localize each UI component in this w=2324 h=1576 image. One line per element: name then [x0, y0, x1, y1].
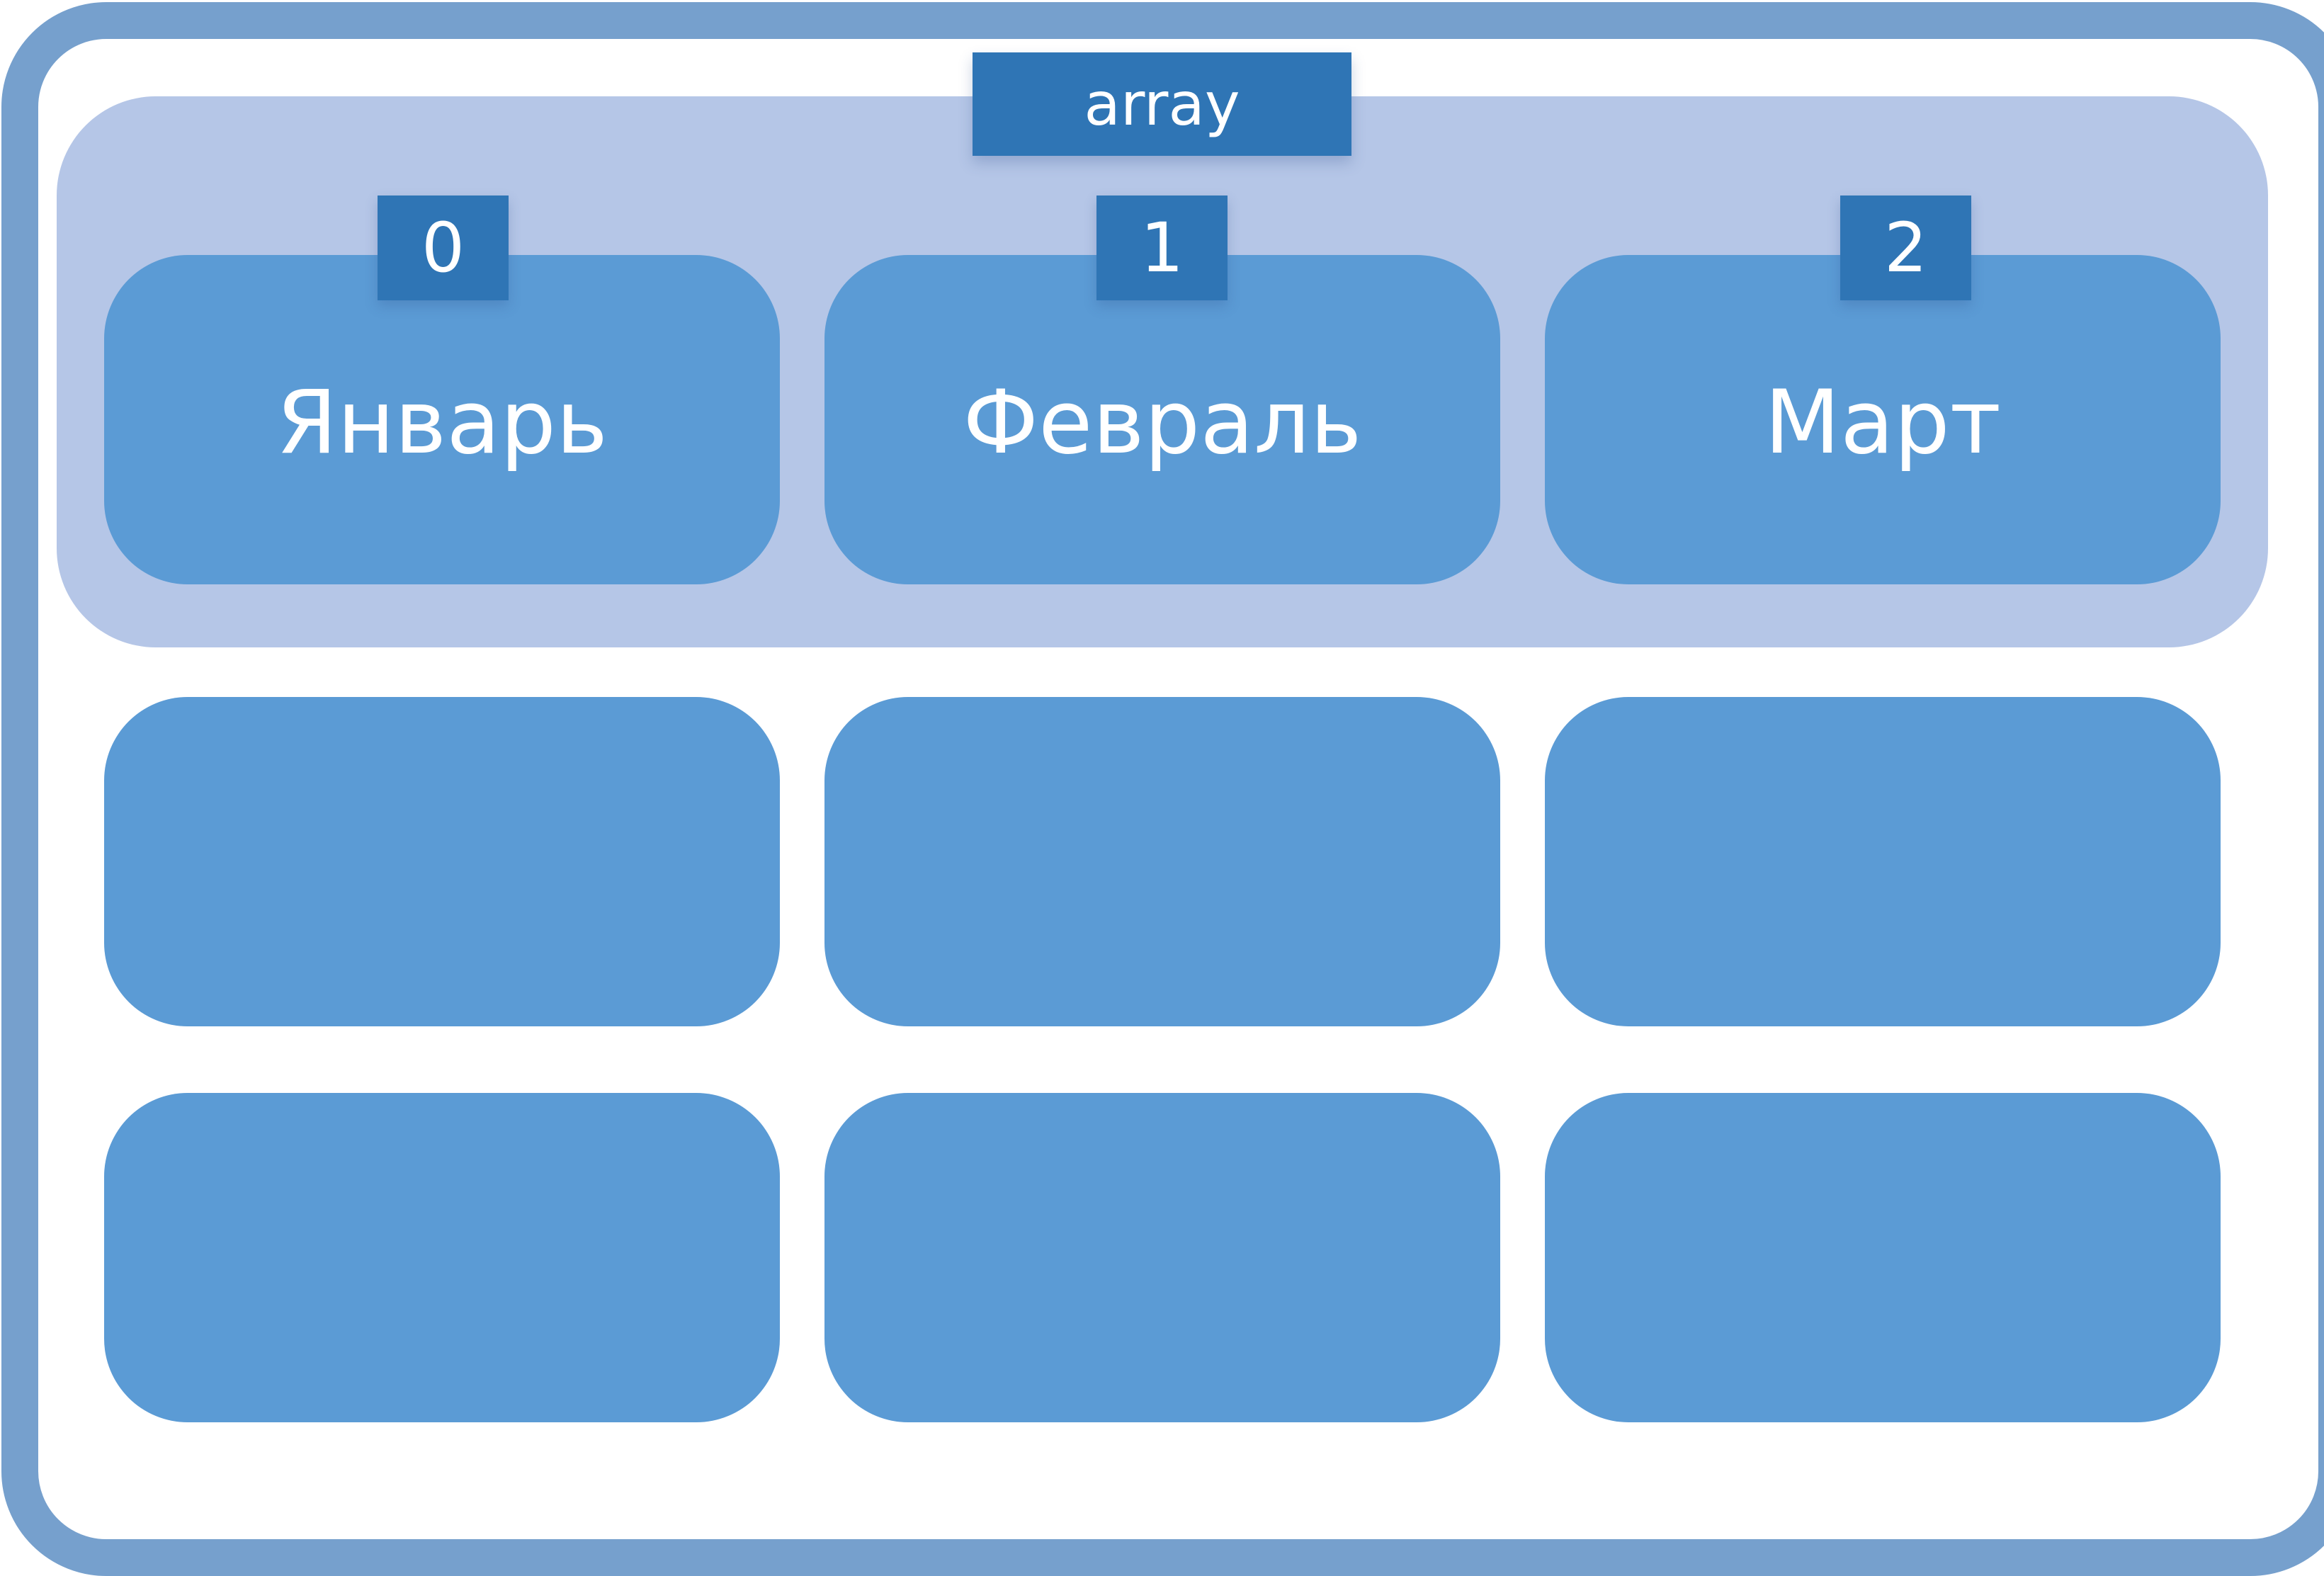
empty-cell	[104, 697, 780, 1026]
cell-value: Март	[1764, 371, 2001, 474]
cell-value	[1545, 697, 2221, 1026]
cell-value	[104, 1093, 780, 1422]
array-cell-2: Март	[1545, 255, 2221, 584]
index-badge-2: 2	[1840, 195, 1971, 300]
empty-cell	[1545, 697, 2221, 1026]
cell-value	[824, 1093, 1500, 1422]
empty-cell	[824, 1093, 1500, 1422]
cell-value	[824, 697, 1500, 1026]
empty-cell	[1545, 1093, 2221, 1422]
array-label: array	[973, 52, 1351, 156]
cell-value	[104, 697, 780, 1026]
array-cell-1: Февраль	[824, 255, 1500, 584]
cell-value	[1545, 1093, 2221, 1422]
empty-cell	[824, 697, 1500, 1026]
cell-value: Январь	[276, 371, 608, 474]
index-badge-1: 1	[1096, 195, 1228, 300]
cell-value: Февраль	[963, 371, 1362, 474]
empty-cell	[104, 1093, 780, 1422]
array-cell-0: Январь	[104, 255, 780, 584]
index-badge-0: 0	[378, 195, 509, 300]
